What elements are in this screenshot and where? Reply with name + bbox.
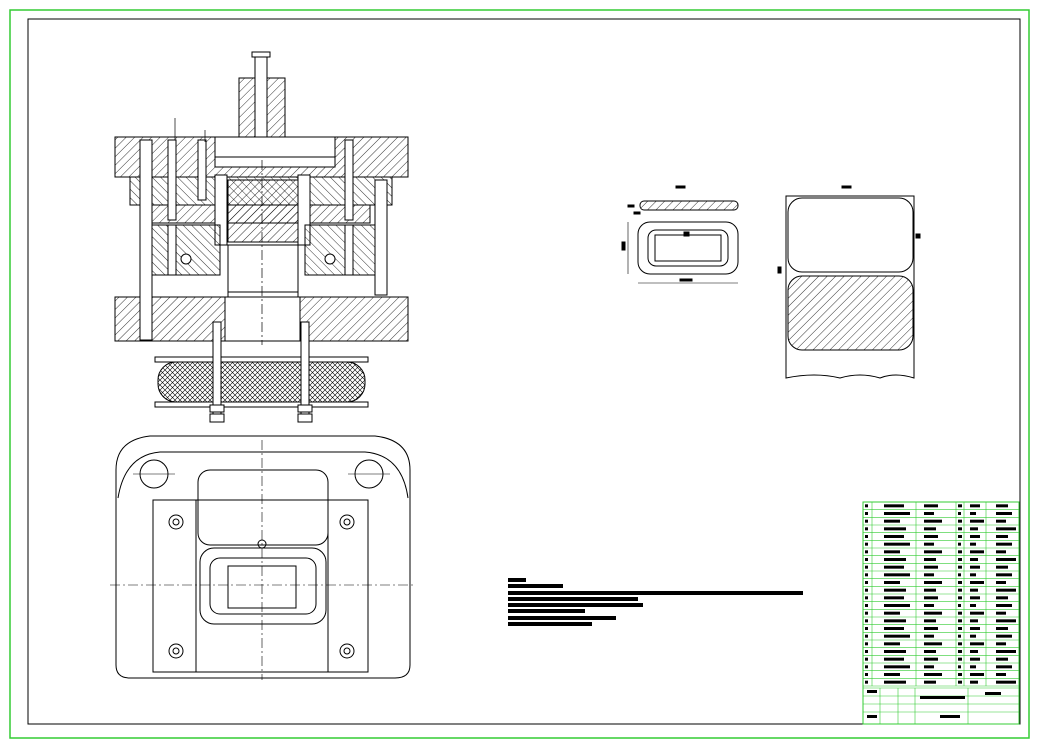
technical-notes bbox=[508, 578, 803, 626]
title-block bbox=[863, 687, 1019, 724]
outer-frame bbox=[9, 9, 1030, 739]
parts-list-table bbox=[862, 501, 1020, 725]
die-assembly-section-view bbox=[114, 51, 409, 423]
inner-frame bbox=[27, 18, 1021, 725]
part-drawing-front-view bbox=[621, 185, 739, 284]
die-plan-view bbox=[110, 435, 415, 680]
part-drawing-side-view bbox=[777, 185, 921, 379]
